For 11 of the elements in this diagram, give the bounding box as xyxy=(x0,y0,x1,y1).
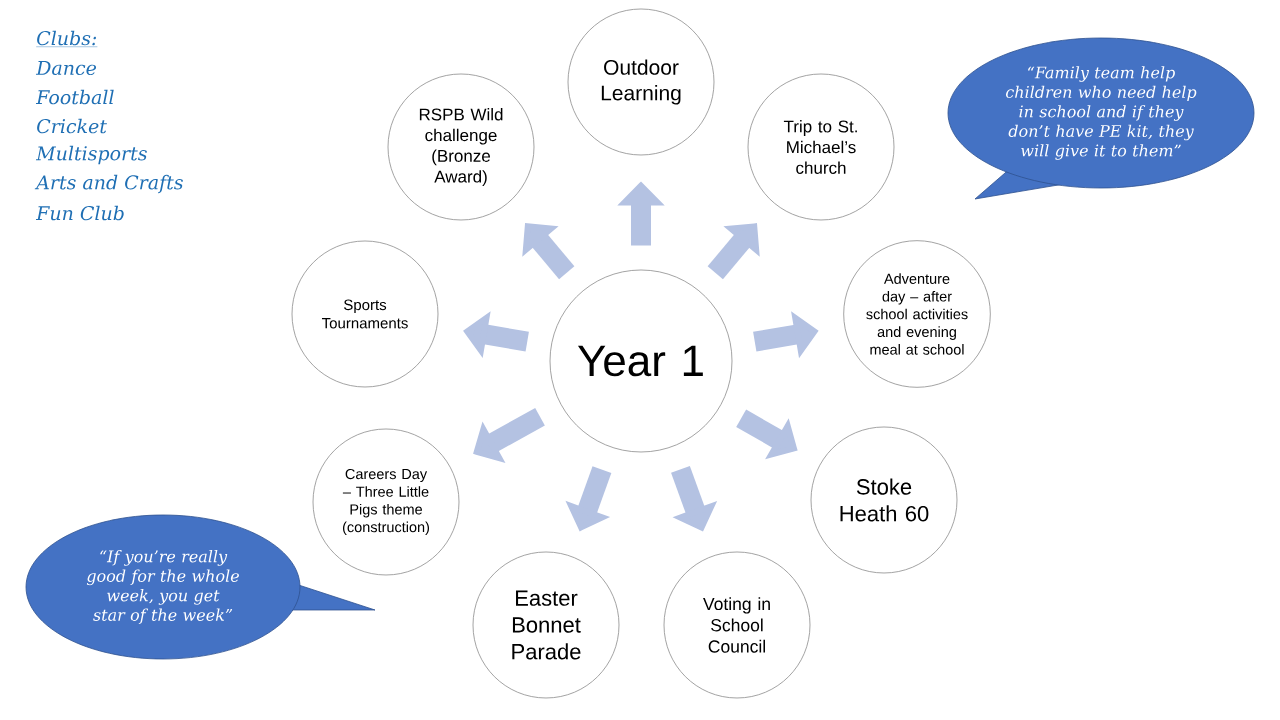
club-name: Cricket xyxy=(37,118,107,134)
club-name: Football xyxy=(35,89,114,105)
club-name: Dance xyxy=(35,60,97,76)
block-arrow xyxy=(522,223,575,280)
list-heading: Clubs: xyxy=(36,30,98,47)
speech-bubble: “Family team help children who need help in school and if they don’t have PE kit, they will give it to them” xyxy=(947,37,1255,200)
block-arrow xyxy=(473,408,545,464)
club-name: Arts and Crafts xyxy=(34,174,183,194)
block-arrow xyxy=(707,223,760,280)
club-name: Multisports xyxy=(35,145,147,165)
club-name: Fun Club xyxy=(35,205,124,221)
